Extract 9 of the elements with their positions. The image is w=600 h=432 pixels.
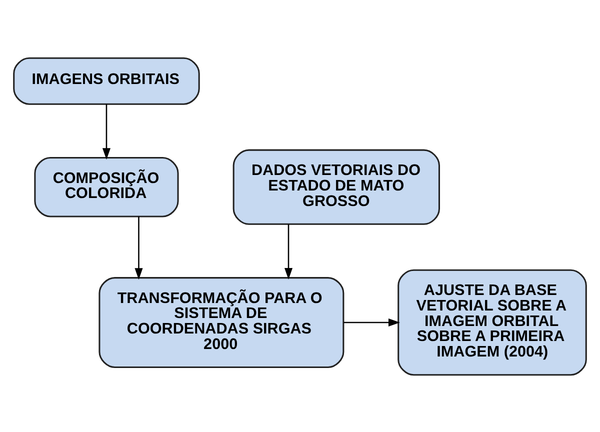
node-box: DADOS VETORIAIS DO ESTADO DE MATO GROSSO <box>232 148 440 224</box>
node-box: AJUSTE DA BASE VETORIAL SOBRE A IMAGEM ORBITAL SOBRE A PRIMEIRA IMAGEM (2004) <box>398 268 587 376</box>
arrow <box>134 216 143 280</box>
arrow <box>344 318 400 326</box>
arrow <box>284 224 293 280</box>
node-box: TRANSFORMAÇÃO PARA O SISTEMA DE COORDENADAS SIRGAS 2000 <box>98 276 344 368</box>
arrow <box>102 104 110 160</box>
node-box: IMAGENS ORBITAIS <box>13 56 200 104</box>
node-box: COMPOSIÇÃO COLORIDA <box>34 156 179 217</box>
